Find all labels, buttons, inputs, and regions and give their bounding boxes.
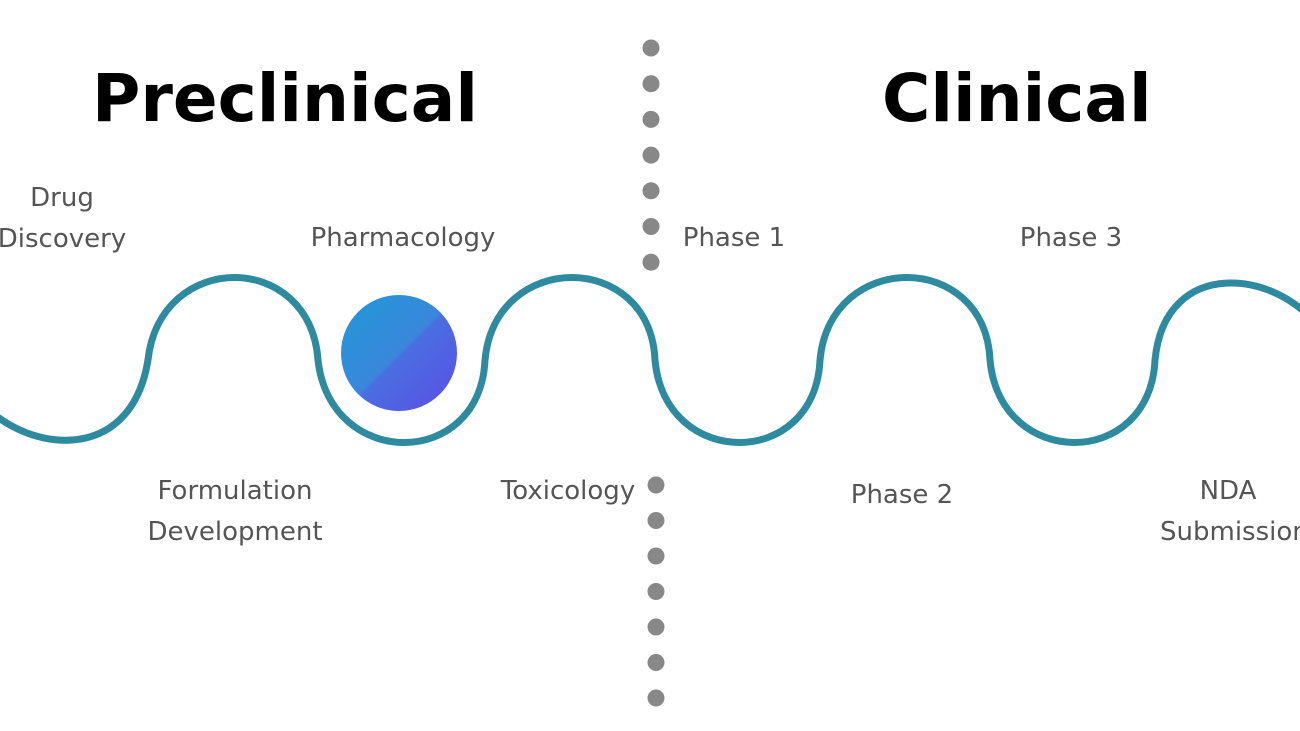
- stage-label-line: Drug: [30, 183, 94, 213]
- stage-label-toxicology: Toxicology: [500, 476, 636, 506]
- divider-dot: [642, 218, 660, 235]
- divider-dot: [647, 689, 665, 707]
- divider-dots-top: [642, 39, 660, 271]
- stage-label-pharmacology: Pharmacology: [310, 223, 496, 253]
- stage-label-phase-3: Phase 3: [1019, 223, 1123, 253]
- divider-dot: [647, 512, 665, 529]
- divider-dot: [647, 476, 665, 494]
- stage-label-phase-2: Phase 2: [850, 480, 954, 510]
- divider-dot: [642, 253, 660, 271]
- clinical-heading: Clinical: [882, 60, 1152, 137]
- stage-label-line: Formulation: [157, 476, 313, 506]
- divider-dot: [647, 547, 665, 565]
- divider-dot: [642, 39, 660, 57]
- divider-dot: [647, 654, 665, 671]
- divider-dot: [642, 182, 660, 200]
- stage-label-drug-discovery: Drug Discovery: [0, 178, 132, 260]
- stage-label-nda-submission: NDA Submission: [1160, 471, 1300, 553]
- preclinical-heading: Preclinical: [92, 60, 478, 137]
- divider-dots-bottom: [647, 476, 665, 707]
- stage-label-line: NDA: [1199, 476, 1257, 506]
- current-stage-marker: [341, 295, 457, 411]
- stage-label-line: Discovery: [0, 224, 127, 254]
- divider-dot: [642, 146, 660, 164]
- divider-dot: [642, 110, 660, 128]
- stage-label-line: Development: [147, 517, 323, 547]
- divider-dot: [647, 618, 665, 636]
- divider-dot: [647, 583, 665, 600]
- divider-dot: [642, 75, 660, 93]
- stage-label-formulation-development: Formulation Development: [130, 471, 340, 553]
- stage-label-line: Submission: [1160, 517, 1300, 547]
- stage-label-phase-1: Phase 1: [682, 223, 786, 253]
- timeline-wave-path: [0, 274, 1300, 446]
